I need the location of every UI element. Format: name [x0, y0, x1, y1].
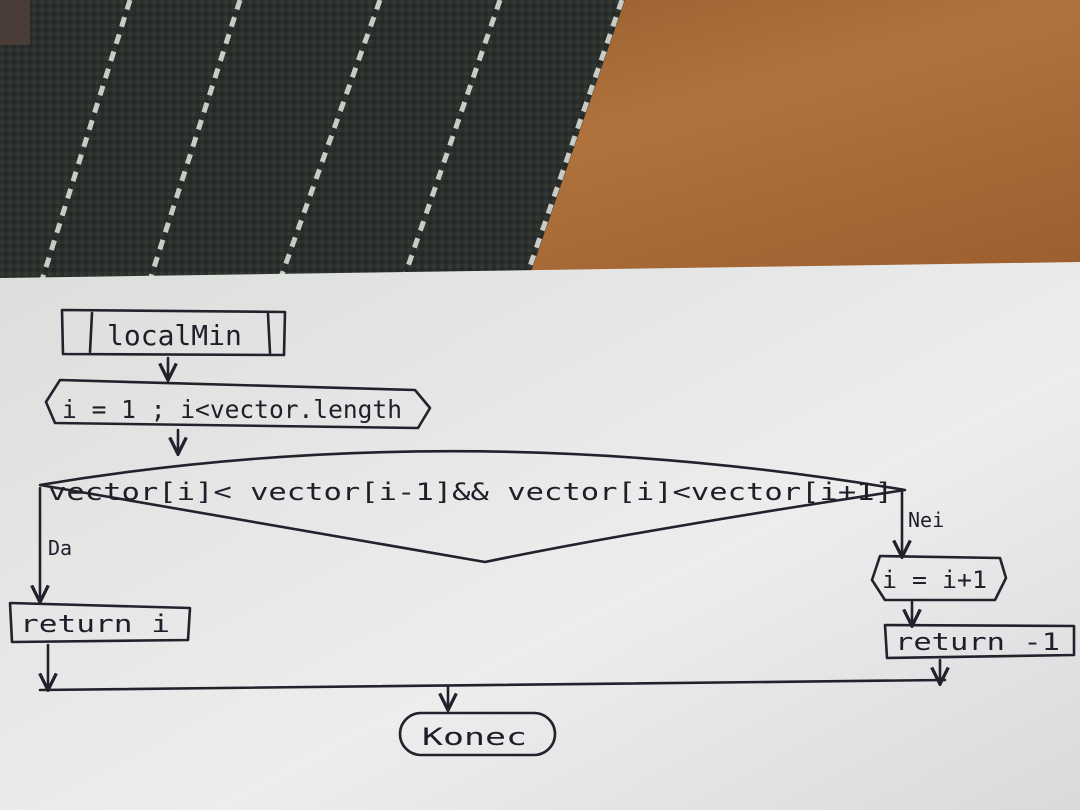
start-block — [60, 308, 287, 357]
no-label: Nei — [908, 508, 944, 532]
increment-block — [870, 554, 1008, 602]
yes-label: Da — [48, 536, 72, 560]
loop-label: i = 1 ; i<vector.length — [62, 395, 402, 424]
paper-sheet — [0, 262, 1080, 810]
increment-label: i = i+1 — [882, 566, 987, 594]
placemat-stripes — [39, 0, 625, 281]
no-action-label: return -1 — [895, 628, 1060, 656]
merge-line — [38, 678, 947, 692]
yes-action-block — [8, 601, 192, 644]
loop-block — [44, 378, 432, 430]
placemat — [0, 0, 625, 285]
condition-label: vector[i]< vector[i-1]&& vector[i]<vecto… — [48, 478, 893, 506]
no-action-block — [883, 623, 1076, 660]
object-corner — [0, 0, 30, 45]
flowchart: localMin i = 1 ; i<vector.length vector[… — [8, 308, 1076, 757]
start-label: localMin — [107, 319, 242, 352]
end-terminator — [398, 711, 557, 757]
end-label: Konec — [422, 723, 527, 751]
condition-diamond — [38, 449, 907, 564]
yes-action-label: return i — [20, 610, 170, 638]
